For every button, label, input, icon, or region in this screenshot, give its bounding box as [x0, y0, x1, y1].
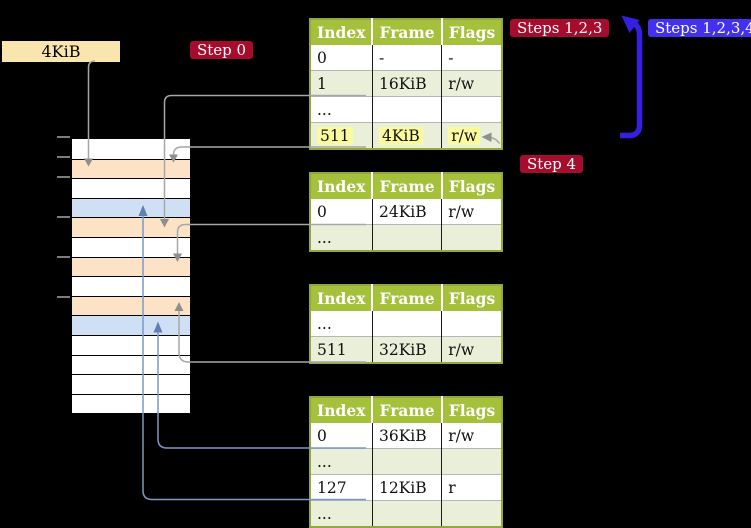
table-cell: [441, 500, 503, 527]
table-header-row: Index Frame Flags: [310, 173, 503, 199]
column-header-flags: Flags: [441, 173, 503, 199]
table-cell: 4KiB: [372, 122, 443, 149]
memory-row: [72, 178, 190, 198]
table-header-row: Index Frame Flags: [310, 285, 503, 311]
table-cell: [372, 448, 443, 475]
table-cell: ...: [310, 224, 373, 251]
table-cell: [441, 448, 503, 475]
memory-row: [72, 276, 190, 296]
steps-loop-arrow: [620, 20, 643, 139]
table-row: ...: [310, 500, 503, 527]
table-header-row: Index Frame Flags: [310, 397, 503, 423]
memory-row: [72, 374, 190, 394]
table-cell: 24KiB: [372, 199, 443, 225]
table-header-row: Index Frame Flags: [310, 19, 503, 45]
memory-row: [72, 158, 190, 179]
memory-row: [72, 295, 190, 316]
table-cell: [372, 224, 443, 251]
table-row: 0 36KiB r/w: [310, 423, 502, 449]
table-row: ...: [310, 224, 503, 251]
table-cell: -: [448, 48, 454, 67]
column-header-flags: Flags: [441, 397, 503, 423]
memory-row: [72, 315, 190, 335]
table-cell: ...: [310, 96, 373, 123]
highlight: 4KiB: [378, 126, 423, 145]
table-cell: [442, 311, 503, 337]
table-cell: ...: [310, 500, 373, 527]
column-header-index: Index: [310, 19, 374, 45]
table-cell: 1: [310, 70, 373, 97]
page-size-label: 4KiB: [2, 41, 120, 62]
table-cell: 0: [310, 423, 373, 449]
memory-row: [72, 256, 190, 277]
table-cell: [441, 224, 503, 251]
table-cell: [372, 311, 443, 337]
address-tick: [57, 256, 70, 258]
table-row: ...: [310, 311, 502, 337]
table-cell: r/w: [441, 70, 503, 97]
highlight: 511: [317, 126, 353, 145]
table-row: 0 24KiB r/w: [310, 199, 502, 225]
table-cell: 511: [310, 336, 373, 363]
memory-row: [72, 217, 190, 237]
page-table-1: Index Frame Flags 0 - - 1 16KiB r/w ... …: [309, 18, 504, 150]
table-cell: r/w: [448, 202, 475, 221]
table-cell: [372, 96, 443, 123]
memory-row: [72, 139, 190, 159]
page-table-3: Index Frame Flags ... 511 32KiB r/w: [309, 284, 504, 364]
table-cell: 32KiB: [372, 336, 443, 363]
table-cell: 127: [310, 474, 373, 501]
table-row-highlighted: 511 4KiB r/w: [310, 122, 503, 149]
table-cell: 0: [310, 199, 373, 225]
table-cell: r: [441, 474, 503, 501]
column-header-frame: Frame: [372, 173, 443, 199]
table-cell: 0: [310, 45, 373, 71]
memory-row: [72, 393, 190, 414]
memory-row: [72, 354, 190, 375]
table-cell: [441, 96, 503, 123]
column-header-index: Index: [310, 397, 374, 423]
table-cell: -: [372, 45, 443, 71]
table-cell: r/w: [448, 426, 475, 445]
address-tick: [57, 156, 70, 158]
table-cell: 36KiB: [372, 423, 443, 449]
table-row: 127 12KiB r: [310, 474, 503, 501]
memory-row: [72, 334, 190, 355]
address-tick: [57, 296, 70, 298]
table-cell: r/w: [441, 122, 503, 149]
table-cell: 12KiB: [372, 474, 443, 501]
address-tick: [57, 136, 70, 138]
memory-row: [72, 236, 190, 257]
steps1234-badge: Steps 1,2,3,4: [648, 19, 751, 37]
column-header-frame: Frame: [372, 285, 443, 311]
column-header-flags: Flags: [441, 19, 503, 45]
highlight: r/w: [448, 126, 481, 145]
column-header-frame: Frame: [372, 397, 443, 423]
table-row: ...: [310, 96, 503, 123]
page-table-2: Index Frame Flags 0 24KiB r/w ...: [309, 172, 504, 252]
table-row: 0 - -: [310, 45, 502, 71]
column-header-frame: Frame: [372, 19, 443, 45]
column-header-index: Index: [310, 173, 374, 199]
table-cell: 16KiB: [372, 70, 443, 97]
step0-badge: Step 0: [190, 41, 254, 59]
step4-badge: Step 4: [520, 155, 584, 173]
arrowhead-up-left-icon: [621, 15, 640, 33]
table-cell: 511: [310, 122, 373, 149]
table-row: 511 32KiB r/w: [310, 336, 503, 363]
page-table-4: Index Frame Flags 0 36KiB r/w ... 127 12…: [309, 396, 504, 528]
column-header-flags: Flags: [441, 285, 503, 311]
address-tick: [57, 176, 70, 178]
address-tick: [57, 216, 70, 218]
table-cell: ...: [310, 448, 373, 475]
steps123-badge: Steps 1,2,3: [510, 19, 610, 37]
memory-row: [72, 197, 190, 218]
column-header-index: Index: [310, 285, 374, 311]
table-row: 1 16KiB r/w: [310, 70, 503, 97]
table-cell: [372, 500, 443, 527]
table-cell: ...: [310, 311, 373, 337]
physical-memory-column: [71, 138, 191, 415]
table-cell: r/w: [441, 336, 503, 363]
table-row: ...: [310, 448, 503, 475]
